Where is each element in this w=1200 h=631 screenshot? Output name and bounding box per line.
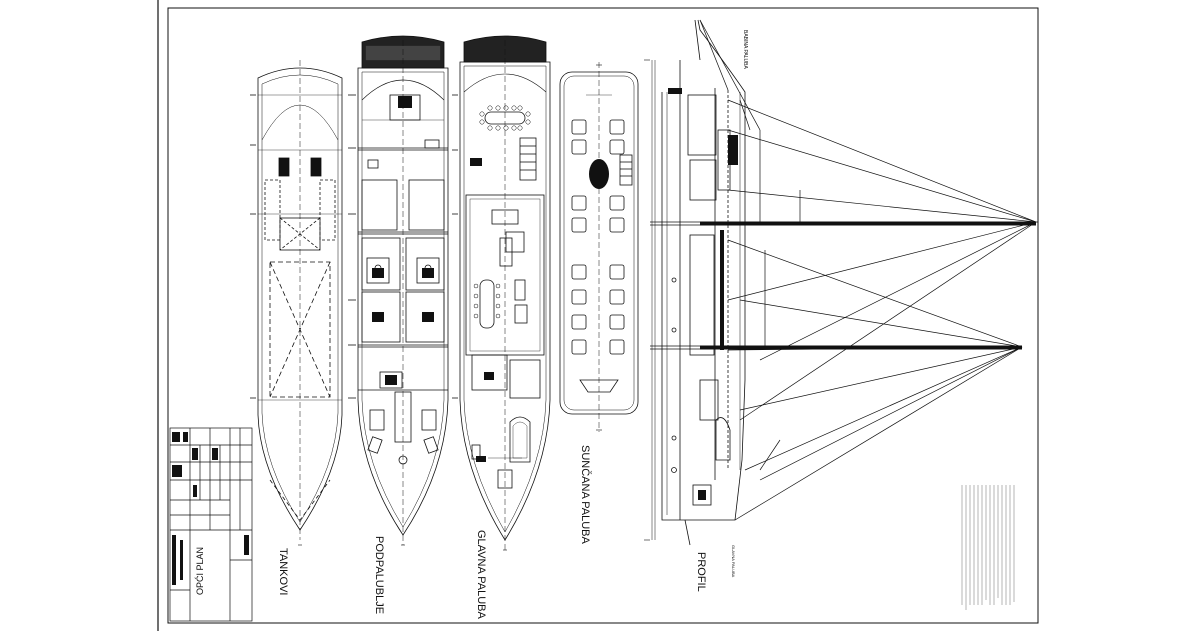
title-block-fine-print bbox=[172, 432, 249, 585]
sun-deck-jacuzzi bbox=[589, 159, 609, 189]
lower-deck-view bbox=[348, 35, 449, 545]
main-deck-fills bbox=[470, 158, 494, 462]
view-label-podpalublje: PODPALUBLJE bbox=[373, 536, 385, 614]
profile-fills bbox=[668, 88, 738, 500]
dimension-marks bbox=[298, 59, 650, 551]
profile-masts bbox=[700, 221, 1036, 350]
profile-rigging bbox=[699, 19, 1037, 521]
view-label-tankovi: TANKOVI bbox=[277, 548, 289, 595]
profile-top-label: BABINA PALUBA bbox=[742, 30, 748, 69]
drawing-title: OPĆI PLAN bbox=[195, 547, 205, 595]
drawing-frame bbox=[157, 0, 1039, 631]
main-deck-chairs bbox=[473, 105, 531, 319]
title-block bbox=[169, 427, 253, 622]
view-label-profil: PROFIL bbox=[695, 552, 707, 592]
lower-deck-fills bbox=[372, 96, 434, 385]
view-label-suncana-paluba: SUNČANA PALUBA bbox=[579, 445, 592, 544]
tank-plan-view bbox=[250, 60, 343, 540]
view-label-glavna-paluba: GLAVNA PALUBA bbox=[475, 530, 487, 620]
sun-deck-view bbox=[559, 62, 639, 432]
main-deck-view bbox=[452, 35, 551, 550]
profile-bottom-label: GLAVNA PALUBA bbox=[731, 545, 736, 578]
particulars-table bbox=[961, 485, 1015, 610]
